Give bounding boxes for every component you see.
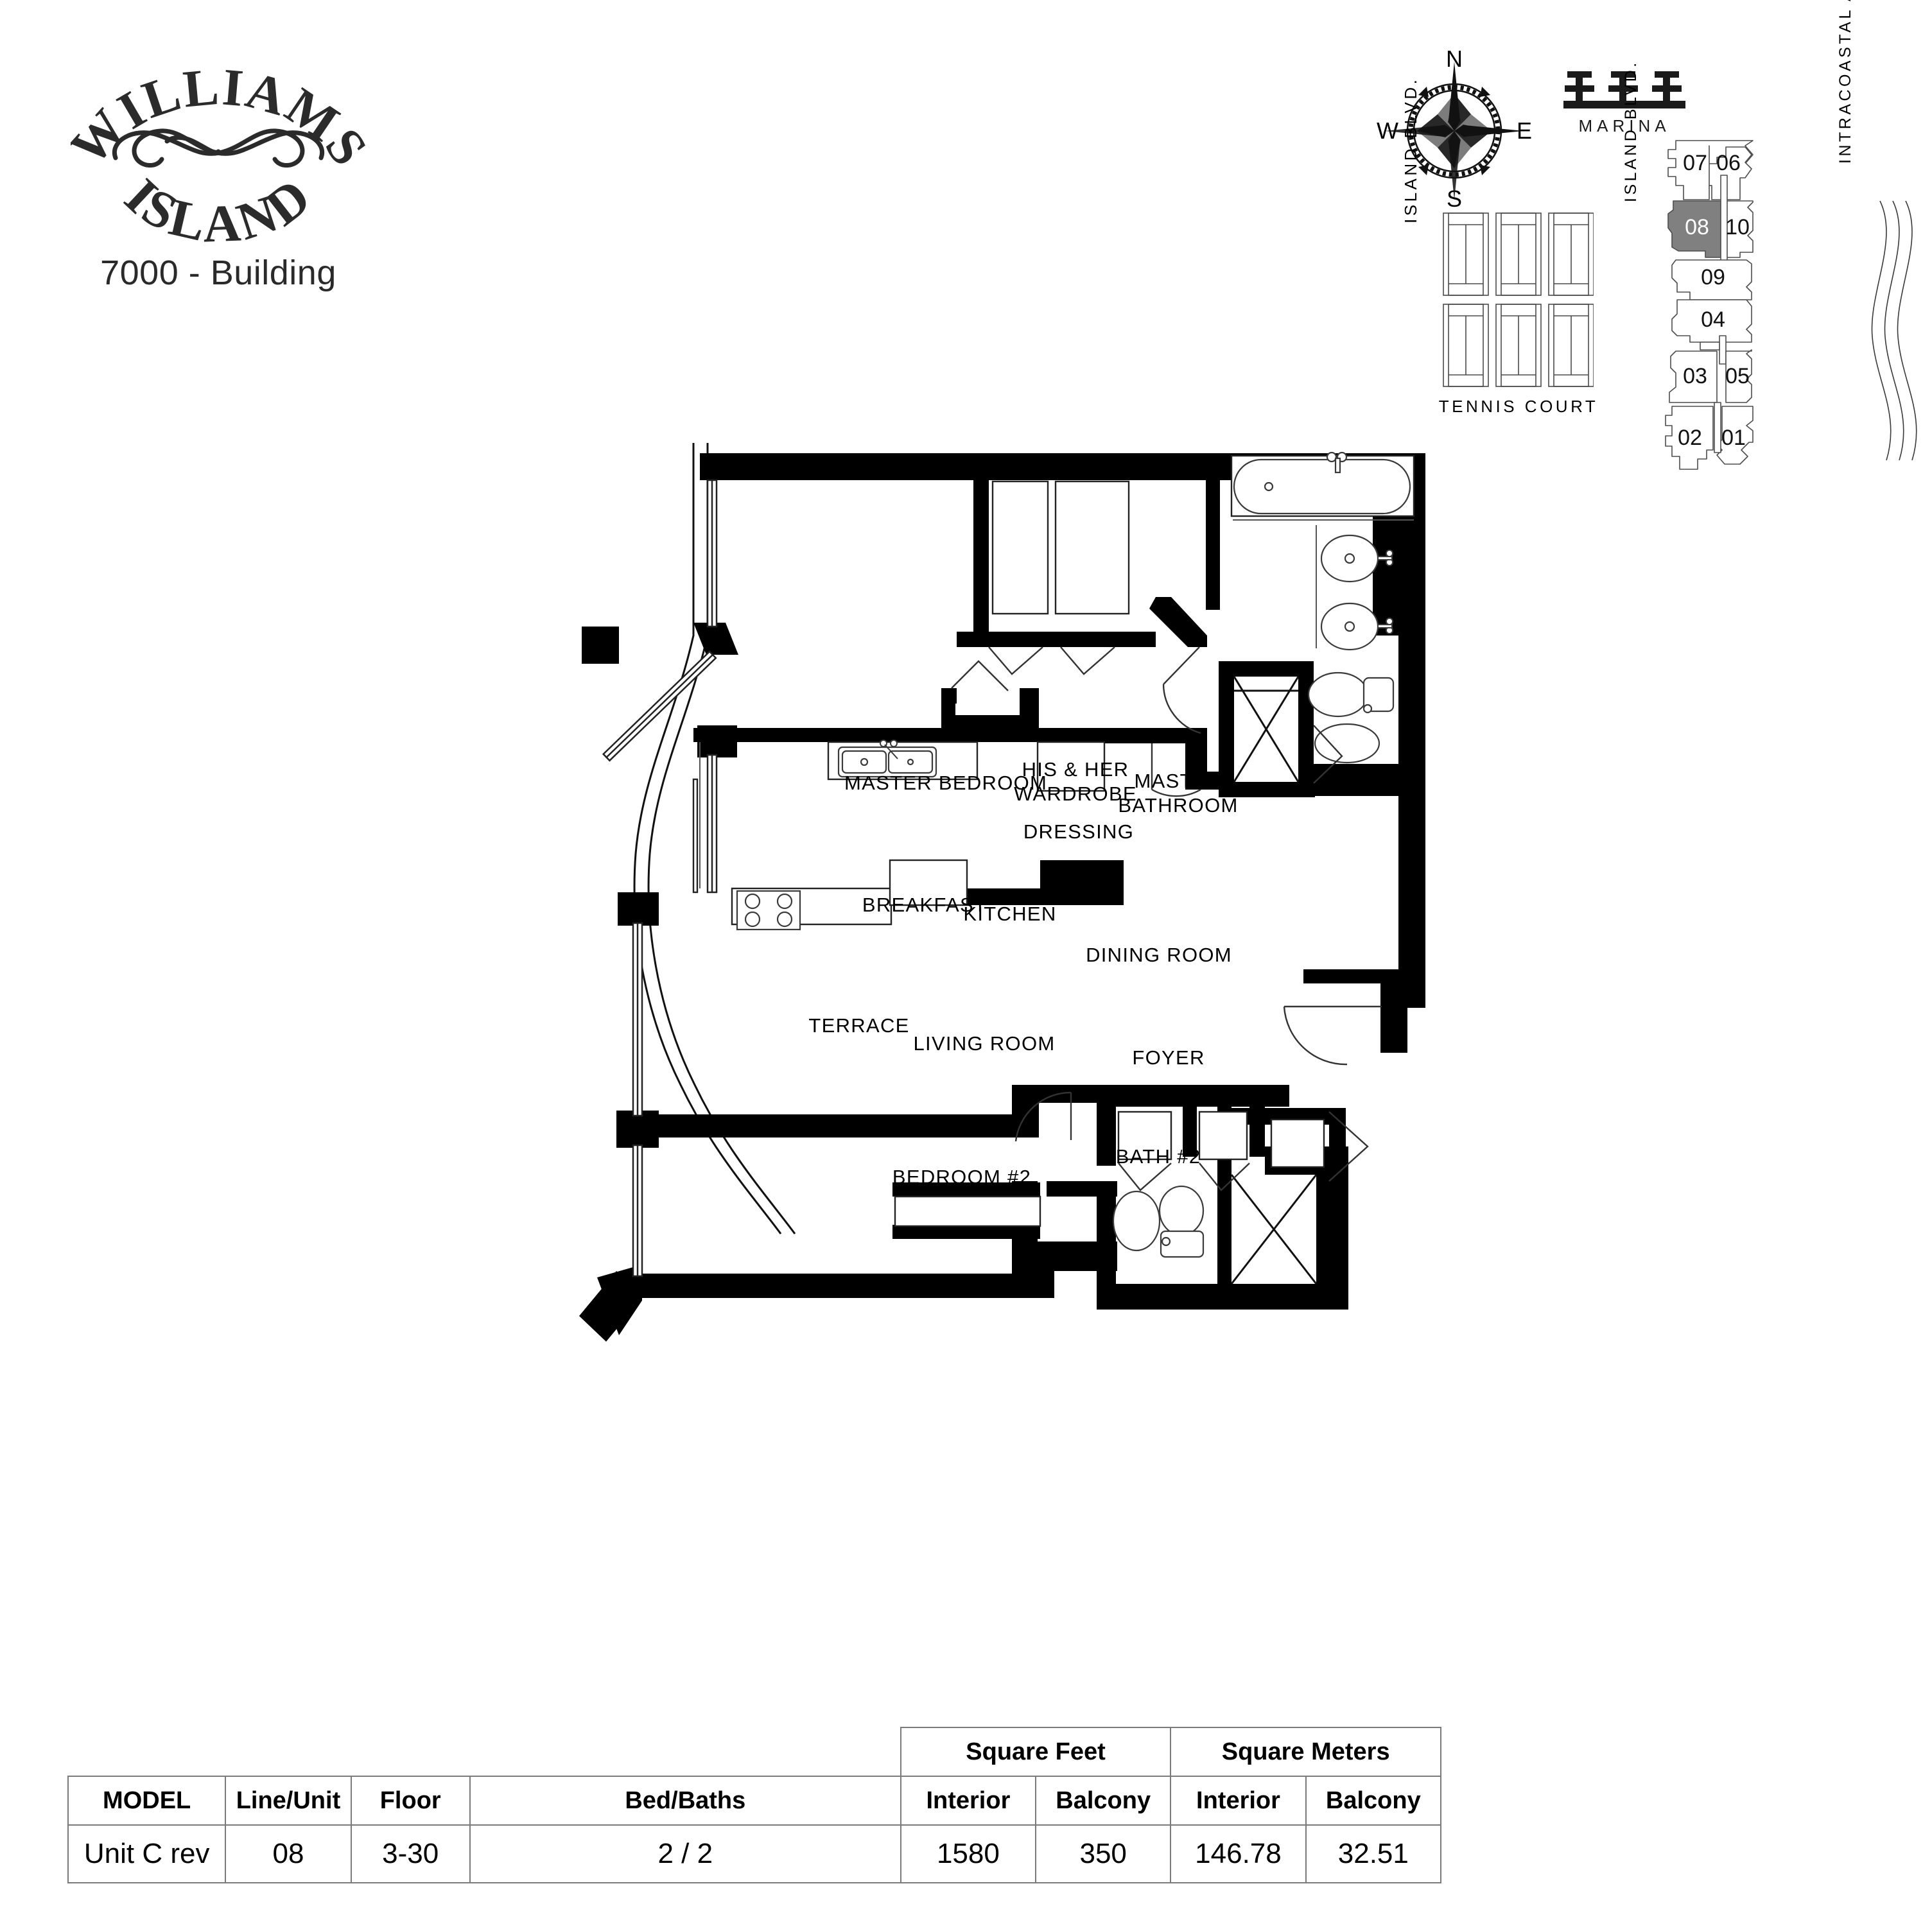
room-label-breakfast: BREAKFAST bbox=[862, 894, 988, 916]
appliance bbox=[889, 859, 968, 906]
brand-logo: WILLIAMS ISLAND 7000 - Building bbox=[51, 45, 385, 315]
room-label-terrace: TERRACE bbox=[808, 1014, 910, 1037]
sliding-glass-doors bbox=[602, 479, 718, 1277]
cell-sf-balcony: 350 bbox=[1035, 1824, 1172, 1883]
cell-model: Unit C rev bbox=[67, 1824, 227, 1883]
compass-rose-icon: N S W E bbox=[1377, 46, 1532, 212]
bathtub bbox=[1233, 458, 1411, 515]
closet bbox=[1198, 1111, 1248, 1161]
appliance bbox=[1036, 741, 1106, 792]
keyplan-unit-06: 06 bbox=[1716, 151, 1741, 175]
keyplan-unit-09: 09 bbox=[1701, 265, 1725, 290]
williams-island-logo-icon: WILLIAMS ISLAND bbox=[71, 57, 366, 254]
tennis-island-blvd-label: ISLAND BLVD. bbox=[1401, 76, 1420, 223]
keyplan-unit-07: 07 bbox=[1683, 151, 1707, 175]
closet bbox=[894, 1195, 1041, 1227]
tennis-court-caption: TENNIS COURT bbox=[1438, 397, 1599, 416]
toilet bbox=[1307, 671, 1369, 718]
keyplan-units-icon: 07 06 08 10 09 04 03 05 02 01 bbox=[1665, 140, 1754, 470]
intracoastal-ocean-views-label: INTRACOASTAL AND OCEAN VIEWS bbox=[1836, 0, 1855, 164]
room-label-his-her-wardrobe: HIS & HER WARDROBE bbox=[1014, 758, 1137, 805]
bath2-toilet bbox=[1158, 1185, 1205, 1236]
cell-floor: 3-30 bbox=[350, 1824, 471, 1883]
key-plan: ISLAND BLVD. bbox=[1622, 0, 1932, 523]
table-header-row: MODEL Line/Unit Floor Bed/Baths Interior… bbox=[67, 1776, 1442, 1826]
col-header-line-unit: Line/Unit bbox=[225, 1776, 352, 1826]
col-header-sm-balcony: Balcony bbox=[1305, 1776, 1442, 1826]
keyplan-unit-08: 08 bbox=[1685, 215, 1709, 239]
table-group-header-row: Square Feet Square Meters bbox=[68, 1727, 1441, 1777]
keyplan-unit-02: 02 bbox=[1678, 426, 1702, 450]
closet bbox=[1270, 1118, 1325, 1168]
cell-sm-interior: 146.78 bbox=[1170, 1824, 1307, 1883]
building-label: 7000 - Building bbox=[100, 254, 336, 292]
room-label-bedroom-2: BEDROOM #2 bbox=[892, 1166, 1032, 1188]
svg-text:ISLAND: ISLAND bbox=[114, 166, 322, 253]
cell-sm-balcony: 32.51 bbox=[1305, 1824, 1442, 1883]
keyplan-unit-10: 10 bbox=[1725, 215, 1750, 239]
keyplan-unit-03: 03 bbox=[1683, 364, 1707, 388]
room-label-foyer: FOYER bbox=[1132, 1046, 1205, 1069]
floor-plan-drawing: MASTER BEDROOM HIS & HER WARDROBE MASTER… bbox=[482, 443, 1509, 1534]
group-header-square-meters: Square Meters bbox=[1170, 1727, 1441, 1777]
keyplan-unit-05: 05 bbox=[1725, 364, 1750, 388]
tennis-court-diagram: ISLAND BLVD. bbox=[1401, 77, 1612, 437]
col-header-sf-interior: Interior bbox=[900, 1776, 1037, 1826]
bath2-sink bbox=[1112, 1190, 1161, 1252]
floor-plan-svg bbox=[579, 443, 1425, 1342]
water-waves-icon bbox=[1871, 200, 1917, 461]
keyplan-unit-01: 01 bbox=[1721, 426, 1746, 450]
room-label-dining-room: DINING ROOM bbox=[1086, 944, 1232, 966]
room-label-dressing: DRESSING bbox=[1023, 820, 1135, 843]
keyplan-unit-04: 04 bbox=[1701, 307, 1725, 332]
closet bbox=[1054, 480, 1130, 615]
col-header-sf-balcony: Balcony bbox=[1035, 1776, 1172, 1826]
closet bbox=[991, 480, 1049, 615]
tennis-courts-icon bbox=[1443, 212, 1594, 387]
marina-docks-icon bbox=[1563, 71, 1685, 108]
room-label-living-room: LIVING ROOM bbox=[913, 1032, 1056, 1055]
closet bbox=[1117, 1111, 1172, 1161]
room-label-bath-2: BATH #2 bbox=[1115, 1145, 1201, 1168]
room-label-master-bedroom: MASTER BEDROOM bbox=[844, 772, 1048, 794]
shower bbox=[1233, 676, 1300, 783]
col-header-bed-baths: Bed/Baths bbox=[469, 1776, 901, 1826]
col-header-model: MODEL bbox=[67, 1776, 227, 1826]
group-header-square-feet: Square Feet bbox=[900, 1727, 1172, 1777]
compass: N S W E bbox=[1368, 45, 1541, 212]
room-label-kitchen: KITCHEN bbox=[963, 903, 1057, 925]
bath2-shower bbox=[1230, 1174, 1318, 1285]
marina-label: MARINA bbox=[1578, 116, 1671, 135]
bidet bbox=[1314, 723, 1380, 764]
keyplan-island-blvd-label: ISLAND BLVD. bbox=[1622, 60, 1640, 202]
cell-sf-interior: 1580 bbox=[900, 1824, 1037, 1883]
unit-spec-table: Square Feet Square Meters MODEL Line/Uni… bbox=[67, 1727, 1442, 1894]
room-label-master-bathroom: MASTER BATHROOM bbox=[1118, 770, 1239, 817]
marina-legend: MARINA bbox=[1541, 67, 1708, 157]
door-swing bbox=[951, 646, 1382, 1191]
col-header-sm-interior: Interior bbox=[1170, 1776, 1307, 1826]
table-row: Unit C rev 08 3-30 2 / 2 1580 350 146.78… bbox=[67, 1824, 1442, 1883]
exterior-walls bbox=[579, 453, 1425, 1342]
col-header-floor: Floor bbox=[350, 1776, 471, 1826]
cell-line-unit: 08 bbox=[225, 1824, 352, 1883]
cell-bed-baths: 2 / 2 bbox=[469, 1824, 901, 1883]
